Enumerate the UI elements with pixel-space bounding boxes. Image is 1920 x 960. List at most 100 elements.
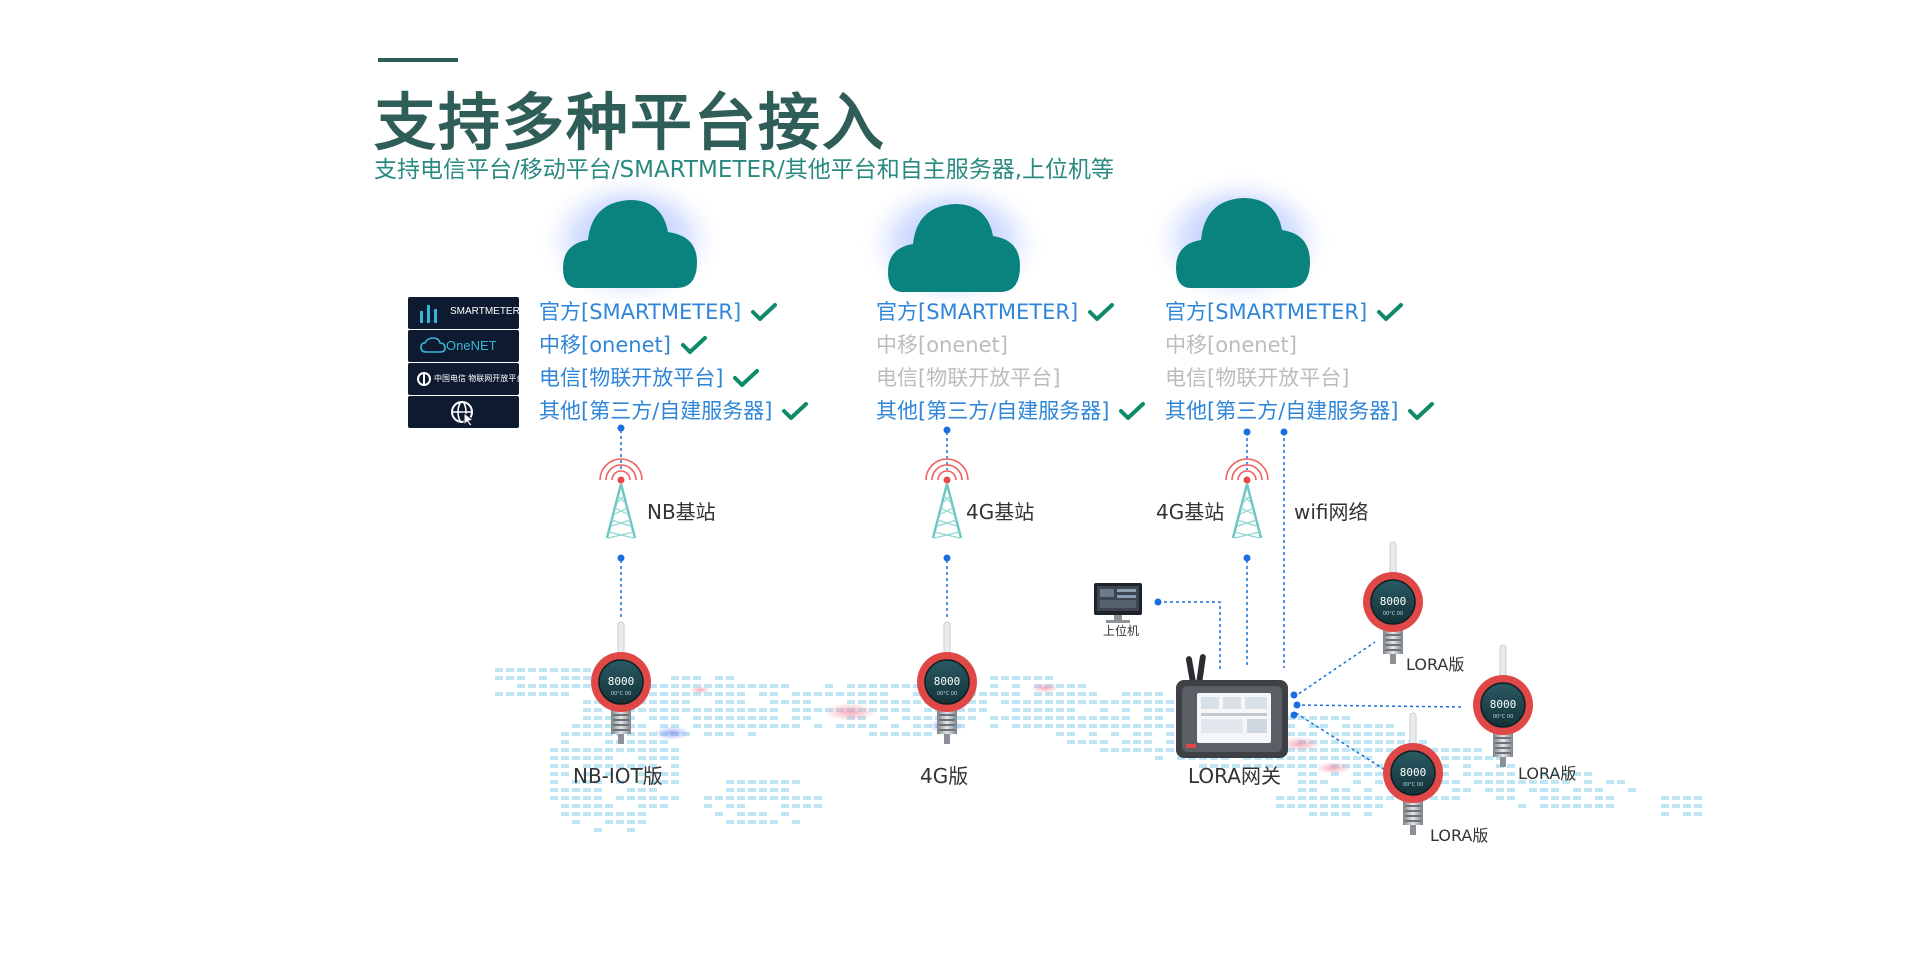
map-dot <box>1012 724 1020 728</box>
check-icon <box>1377 303 1403 321</box>
map-dot <box>1287 804 1295 808</box>
map-dot <box>847 692 855 696</box>
map-dot <box>1023 708 1031 712</box>
map-dot <box>528 668 536 672</box>
map-dot <box>1441 756 1449 760</box>
map-dot <box>1375 748 1383 752</box>
map-dot <box>1155 692 1163 696</box>
map-dot <box>748 708 756 712</box>
map-dot <box>594 748 602 752</box>
map-dot <box>660 708 668 712</box>
map-dot <box>605 724 613 728</box>
map-dot <box>990 716 998 720</box>
map-dot <box>1309 780 1317 784</box>
map-dot <box>990 724 998 728</box>
map-dot <box>1595 796 1603 800</box>
map-dot <box>781 812 789 816</box>
platform-label: 其他[第三方/自建服务器] <box>1165 399 1399 423</box>
map-dot <box>1331 812 1339 816</box>
map-dot <box>594 708 602 712</box>
map-dot <box>517 684 525 688</box>
map-dot <box>924 708 932 712</box>
map-dot <box>561 676 569 680</box>
map-dot <box>594 732 602 736</box>
map-dot <box>1144 708 1152 712</box>
map-dot <box>1353 724 1361 728</box>
map-dot <box>572 756 580 760</box>
map-dot <box>1166 732 1174 736</box>
map-dot <box>748 732 756 736</box>
map-dot <box>1100 740 1108 744</box>
ctcc-logo: 中国电信 物联网开放平台 <box>408 363 519 395</box>
map-dot <box>1155 748 1163 752</box>
map-dot <box>561 668 569 672</box>
map-dot <box>594 828 602 832</box>
map-dot <box>1243 764 1251 768</box>
map-dot <box>627 828 635 832</box>
map-dot <box>1364 764 1372 768</box>
map-dot <box>1364 788 1372 792</box>
map-dot <box>594 812 602 816</box>
map-dot <box>781 684 789 688</box>
map-dot <box>803 708 811 712</box>
map-dot <box>803 796 811 800</box>
map-dot <box>1342 788 1350 792</box>
map-dot <box>759 692 767 696</box>
map-dot <box>924 732 932 736</box>
map-dot <box>1441 764 1449 768</box>
map-dot <box>858 692 866 696</box>
map-dot <box>605 772 613 776</box>
map-dot <box>671 724 679 728</box>
map-dot <box>803 692 811 696</box>
page-title: 支持多种平台接入 <box>374 86 887 159</box>
map-highlight-blobs <box>654 683 1351 774</box>
ctcc-logo-text: 中国电信 物联网开放平台 <box>434 374 519 383</box>
map-dot <box>1276 804 1284 808</box>
map-dot <box>638 764 646 768</box>
map-dot <box>1353 780 1361 784</box>
map-dot <box>1177 756 1185 760</box>
map-dot <box>1067 732 1075 736</box>
map-dot <box>1364 772 1372 776</box>
map-dot <box>594 804 602 808</box>
map-dot <box>1309 788 1317 792</box>
map-dot <box>1573 796 1581 800</box>
map-dot <box>660 772 668 776</box>
map-dot <box>1320 756 1328 760</box>
map-dot <box>572 732 580 736</box>
map-dot <box>1397 732 1405 736</box>
map-dot <box>1155 716 1163 720</box>
map-dot <box>1661 804 1669 808</box>
map-dot <box>968 700 976 704</box>
map-dot <box>836 692 844 696</box>
map-dot <box>1144 700 1152 704</box>
map-dot <box>638 812 646 816</box>
map-dot <box>1001 676 1009 680</box>
map-dot <box>759 812 767 816</box>
platform-label: 官方[SMARTMETER] <box>539 300 742 324</box>
map-dot <box>550 796 558 800</box>
connection-nodes <box>617 424 1301 719</box>
map-dot <box>660 692 668 696</box>
map-dot <box>1298 716 1306 720</box>
map-dot <box>1100 716 1108 720</box>
map-dot <box>902 684 910 688</box>
map-dot <box>649 684 657 688</box>
map-dot <box>1023 700 1031 704</box>
map-dot <box>1562 796 1570 800</box>
map-dot <box>550 748 558 752</box>
map-dot <box>748 780 756 784</box>
map-dot <box>583 756 591 760</box>
map-dot <box>1375 796 1383 800</box>
map-dot <box>1496 788 1504 792</box>
map-dot <box>616 796 624 800</box>
map-dot <box>682 700 690 704</box>
map-dot <box>583 748 591 752</box>
map-dot <box>649 780 657 784</box>
map-dot <box>814 692 822 696</box>
map-dot <box>1474 756 1482 760</box>
map-dot <box>1078 700 1086 704</box>
map-dot <box>715 732 723 736</box>
map-dot <box>770 708 778 712</box>
map-dot <box>594 724 602 728</box>
